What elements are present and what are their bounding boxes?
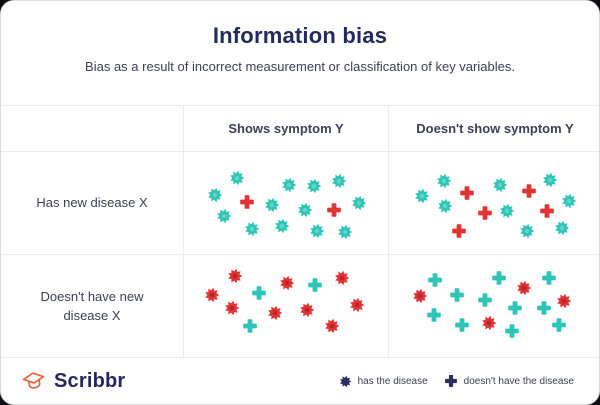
teal-virus-icon bbox=[217, 208, 232, 224]
teal-virus-icon bbox=[352, 195, 367, 211]
cell-has-disease-no-symptom bbox=[388, 151, 599, 254]
footer: Scribbr has the disease doesn't have the… bbox=[1, 356, 599, 404]
plus-icon bbox=[444, 375, 457, 387]
teal-virus-icon bbox=[520, 223, 535, 239]
teal-virus-icon bbox=[438, 198, 453, 214]
teal-plus-icon bbox=[542, 271, 556, 285]
red-plus-icon bbox=[452, 224, 466, 238]
red-plus-icon bbox=[478, 206, 492, 220]
red-plus-icon bbox=[327, 203, 341, 217]
teal-virus-icon bbox=[282, 177, 297, 193]
contingency-table: Shows symptom Y Doesn't show symptom Y H… bbox=[1, 105, 599, 358]
red-virus-icon bbox=[517, 280, 532, 296]
teal-virus-icon bbox=[493, 177, 508, 193]
column-header-shows-symptom: Shows symptom Y bbox=[183, 106, 388, 151]
page-subtitle: Bias as a result of incorrect measuremen… bbox=[85, 59, 515, 74]
brand-name: Scribbr bbox=[54, 369, 126, 392]
teal-plus-icon bbox=[552, 318, 566, 332]
legend-label: doesn't have the disease bbox=[463, 375, 574, 387]
red-virus-icon bbox=[280, 275, 295, 291]
teal-virus-icon bbox=[543, 172, 558, 188]
column-header-doesnt-show-symptom: Doesn't show symptom Y bbox=[388, 106, 599, 151]
teal-virus-icon bbox=[230, 170, 245, 186]
red-virus-icon bbox=[335, 270, 350, 286]
red-virus-icon bbox=[413, 288, 428, 304]
red-plus-icon bbox=[522, 184, 536, 198]
legend-item-no-disease: doesn't have the disease bbox=[444, 374, 574, 388]
teal-plus-icon bbox=[252, 286, 266, 300]
scribbr-logo: Scribbr bbox=[21, 369, 125, 393]
teal-plus-icon bbox=[478, 293, 492, 307]
teal-plus-icon bbox=[537, 301, 551, 315]
table-corner-cell bbox=[1, 106, 183, 151]
teal-plus-icon bbox=[308, 278, 322, 292]
teal-virus-icon bbox=[275, 218, 290, 234]
page-title: Information bias bbox=[212, 23, 388, 48]
teal-virus-icon bbox=[298, 202, 313, 218]
teal-plus-icon bbox=[455, 318, 469, 332]
teal-virus-icon bbox=[265, 197, 280, 213]
teal-virus-icon bbox=[415, 188, 430, 204]
red-virus-icon bbox=[482, 315, 497, 331]
red-plus-icon bbox=[460, 186, 474, 200]
red-virus-icon bbox=[557, 293, 572, 309]
teal-virus-icon bbox=[562, 193, 577, 209]
legend-label: has the disease bbox=[357, 375, 428, 387]
teal-plus-icon bbox=[508, 301, 522, 315]
teal-plus-icon bbox=[428, 273, 442, 287]
teal-virus-icon bbox=[332, 173, 347, 189]
teal-virus-icon bbox=[310, 223, 325, 239]
row-header-no-disease: Doesn't have new disease X bbox=[1, 254, 183, 357]
teal-plus-icon bbox=[492, 271, 506, 285]
teal-plus-icon bbox=[243, 319, 257, 333]
cell-no-disease-no-symptom bbox=[388, 254, 599, 357]
row-header-label: Doesn't have new disease X bbox=[40, 288, 144, 324]
legend: has the disease doesn't have the disease bbox=[339, 374, 574, 388]
graduation-cap-icon bbox=[22, 372, 45, 389]
virus-icon bbox=[339, 375, 352, 387]
teal-plus-icon bbox=[505, 324, 519, 338]
teal-virus-icon bbox=[437, 173, 452, 189]
red-plus-icon bbox=[540, 204, 554, 218]
row-header-label: Has new disease X bbox=[36, 195, 148, 211]
cell-has-disease-shows-symptom bbox=[183, 151, 388, 254]
teal-virus-icon bbox=[245, 221, 260, 237]
teal-plus-icon bbox=[427, 308, 441, 322]
teal-plus-icon bbox=[450, 288, 464, 302]
red-virus-icon bbox=[268, 305, 283, 321]
red-virus-icon bbox=[350, 297, 365, 313]
cell-no-disease-shows-symptom bbox=[183, 254, 388, 357]
teal-virus-icon bbox=[500, 203, 515, 219]
teal-virus-icon bbox=[338, 224, 353, 240]
red-virus-icon bbox=[205, 287, 220, 303]
red-virus-icon bbox=[300, 302, 315, 318]
red-virus-icon bbox=[325, 318, 340, 334]
teal-virus-icon bbox=[208, 187, 223, 203]
legend-item-has-disease: has the disease bbox=[339, 375, 428, 388]
teal-virus-icon bbox=[555, 220, 570, 236]
row-header-has-disease: Has new disease X bbox=[1, 151, 183, 254]
red-virus-icon bbox=[228, 268, 243, 284]
teal-virus-icon bbox=[307, 178, 322, 194]
red-plus-icon bbox=[240, 195, 254, 209]
red-virus-icon bbox=[225, 300, 240, 316]
